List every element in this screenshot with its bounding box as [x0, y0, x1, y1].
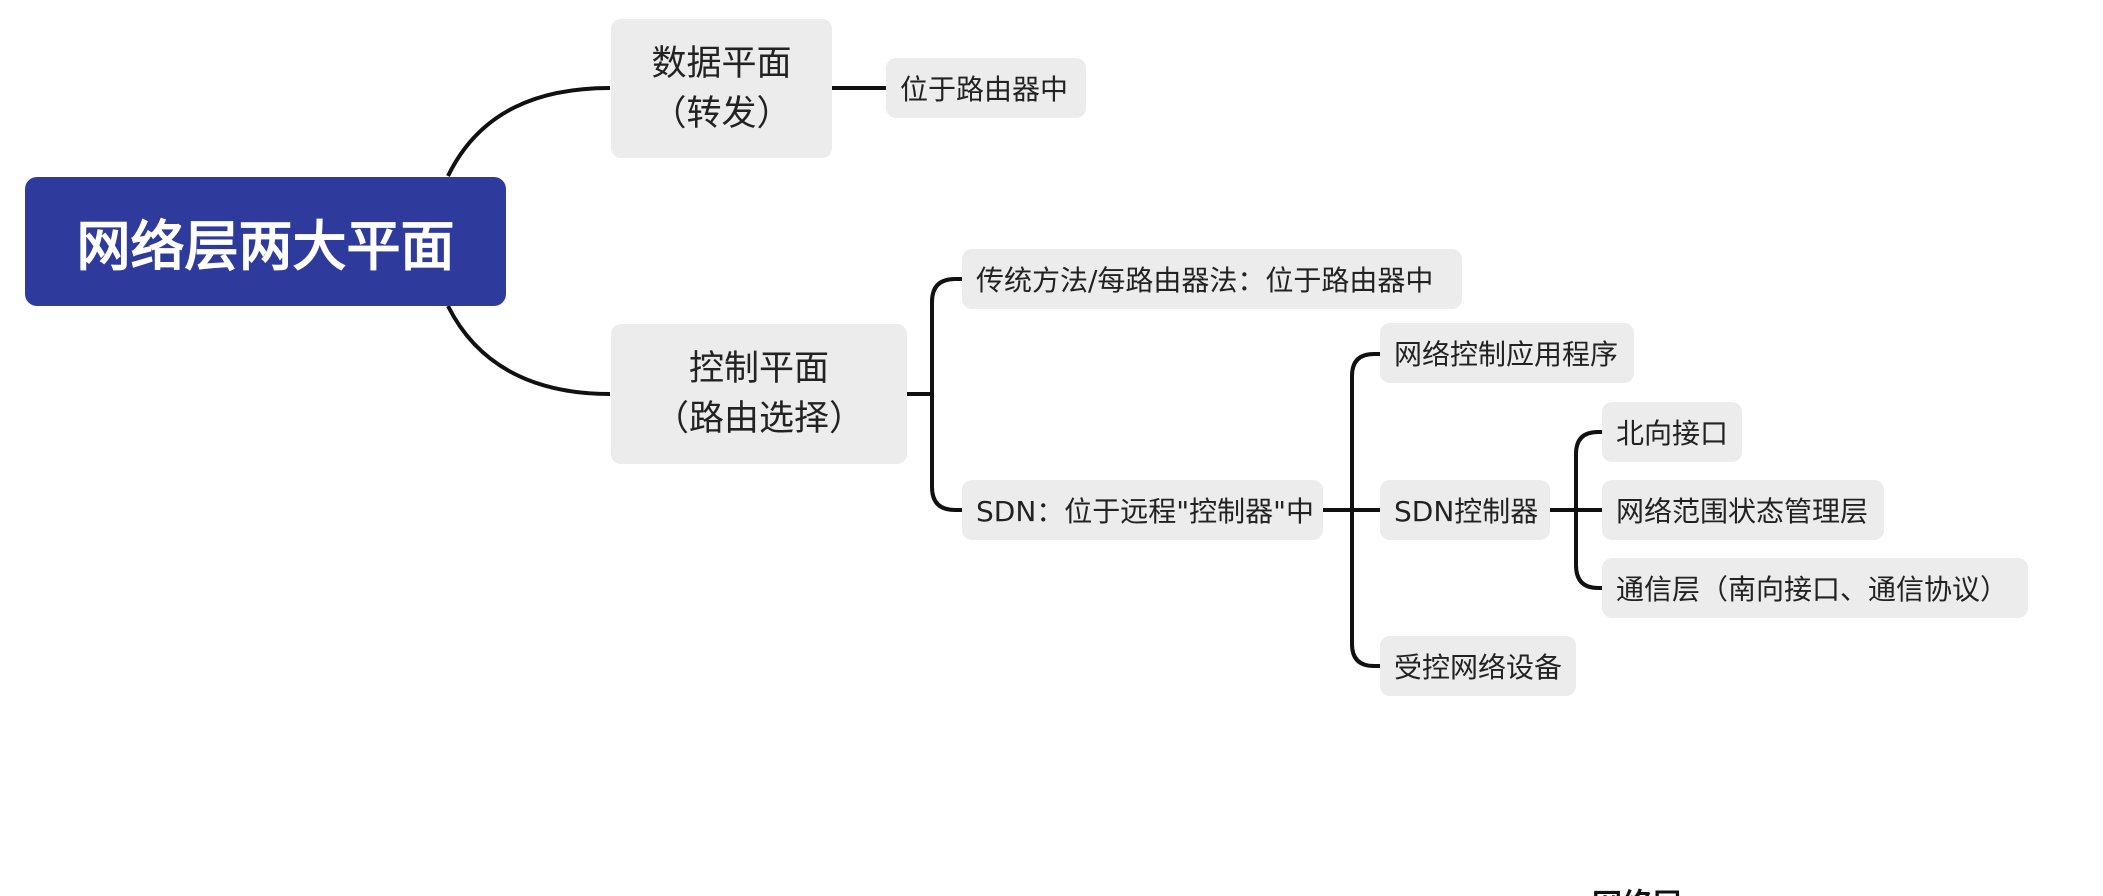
- connector-controller-bracket: [1550, 430, 1602, 590]
- connector-root-control-plane: [446, 305, 611, 396]
- control-plane-title: 控制平面: [688, 349, 829, 389]
- managed-devices-node[interactable]: 受控网络设备: [1380, 636, 1576, 696]
- control-plane-node[interactable]: 控制平面 （路由选择）: [611, 324, 907, 464]
- connector-sdn-bracket: [1323, 352, 1380, 668]
- data-plane-node[interactable]: 数据平面 （转发）: [611, 19, 832, 158]
- control-plane-subtitle: （路由选择）: [653, 399, 864, 439]
- state-management-layer-node[interactable]: 网络范围状态管理层: [1602, 480, 1884, 540]
- root-label: 网络层两大平面: [76, 215, 455, 278]
- root-node[interactable]: 网络层两大平面: [25, 177, 506, 306]
- data-plane-title: 数据平面: [651, 43, 792, 84]
- data-plane-leaf-location[interactable]: 位于路由器中: [886, 58, 1086, 118]
- connector-root-data-plane: [446, 86, 611, 177]
- sdn-node[interactable]: SDN：位于远程"控制器"中: [962, 480, 1323, 540]
- network-control-app-node[interactable]: 网络控制应用程序: [1380, 323, 1634, 383]
- connector-control-bracket: [907, 277, 962, 512]
- cutoff-text: 网络层: [1592, 880, 1732, 896]
- northbound-interface-node[interactable]: 北向接口: [1602, 402, 1742, 462]
- data-plane-subtitle: （转发）: [651, 93, 792, 134]
- communication-layer-node[interactable]: 通信层（南向接口、通信协议）: [1602, 558, 2028, 618]
- traditional-method-node[interactable]: 传统方法/每路由器法：位于路由器中: [962, 249, 1462, 309]
- sdn-controller-node[interactable]: SDN控制器: [1380, 480, 1550, 540]
